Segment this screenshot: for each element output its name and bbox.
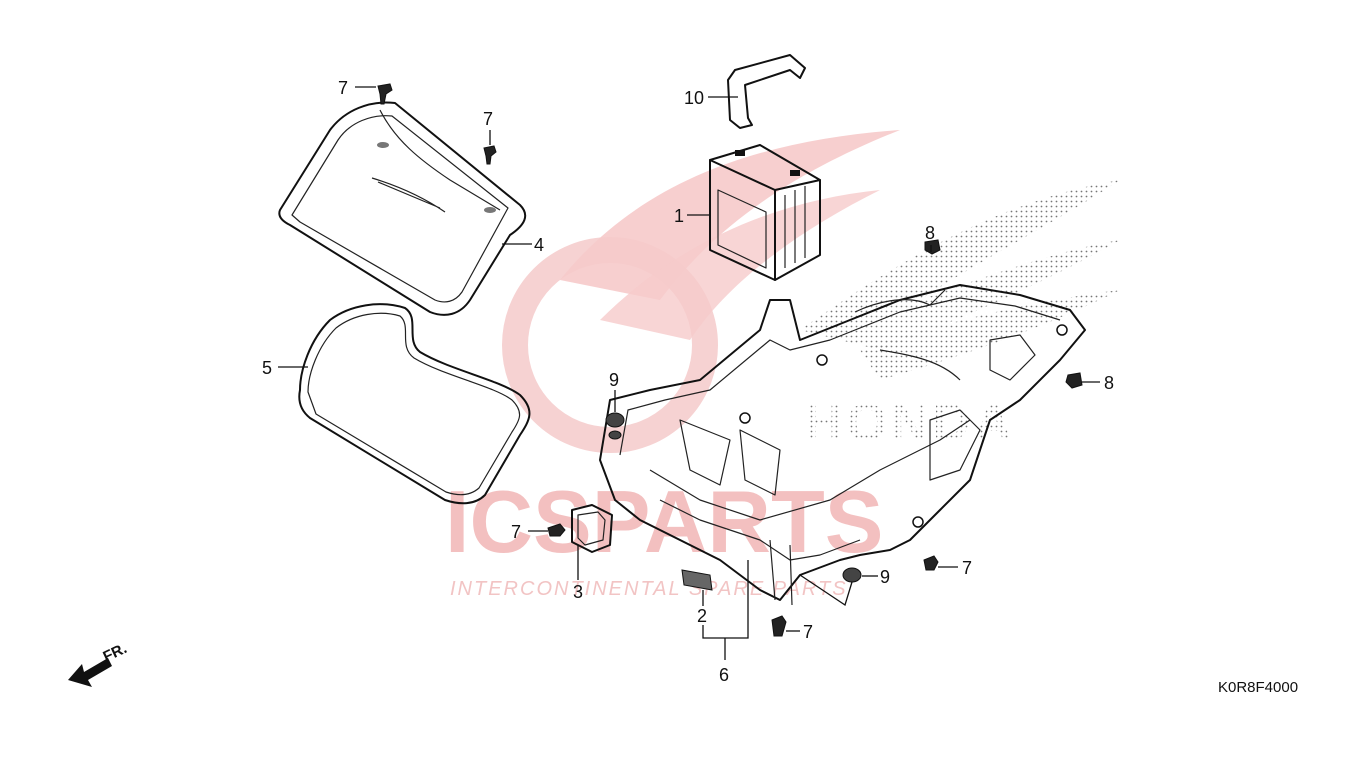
front-direction-indicator: FR. — [68, 640, 130, 687]
fastener-clips — [377, 83, 1083, 637]
cover-seal-part — [298, 303, 531, 505]
honda-wing-watermark: HONDA — [800, 180, 1120, 452]
callout-7: 7 — [511, 522, 521, 542]
callout-3: 3 — [573, 582, 583, 602]
callout-1: 1 — [674, 206, 684, 226]
diagram-code: K0R8F4000 — [1218, 679, 1298, 696]
callout-6: 6 — [719, 665, 729, 685]
battery-band-part — [727, 54, 806, 129]
watermark-tagline: INTERCONTINENTAL SPARE PARTS — [450, 578, 848, 600]
honda-logo-text: HONDA — [805, 394, 1016, 452]
callout-7: 7 — [962, 558, 972, 578]
ics-gear-watermark: ICSPARTS INTERCONTINENTAL SPARE PARTS — [445, 130, 900, 600]
callout-5: 5 — [262, 358, 272, 378]
watermark-brand: ICSPARTS — [445, 472, 883, 571]
callout-8: 8 — [925, 223, 935, 243]
callout-7: 7 — [483, 109, 493, 129]
fuse-holder-part — [571, 504, 613, 553]
callout-7: 7 — [803, 622, 813, 642]
callout-4: 4 — [534, 235, 544, 255]
battery-part — [709, 144, 821, 281]
leader-lines — [278, 86, 1100, 660]
battery-cover-part — [278, 101, 527, 316]
callout-8: 8 — [1104, 373, 1114, 393]
callout-9: 9 — [609, 370, 619, 390]
callout-2: 2 — [697, 606, 707, 626]
battery-box-part — [599, 284, 1086, 606]
front-direction-label: FR. — [101, 640, 130, 666]
front-arrow-icon — [68, 658, 112, 687]
label-part — [681, 569, 713, 591]
callout-9: 9 — [880, 567, 890, 587]
callout-7: 7 — [338, 78, 348, 98]
callout-10: 10 — [684, 88, 704, 108]
callout-labels: 7 7 4 5 10 1 8 8 9 7 3 7 7 9 2 6 — [262, 78, 1114, 685]
